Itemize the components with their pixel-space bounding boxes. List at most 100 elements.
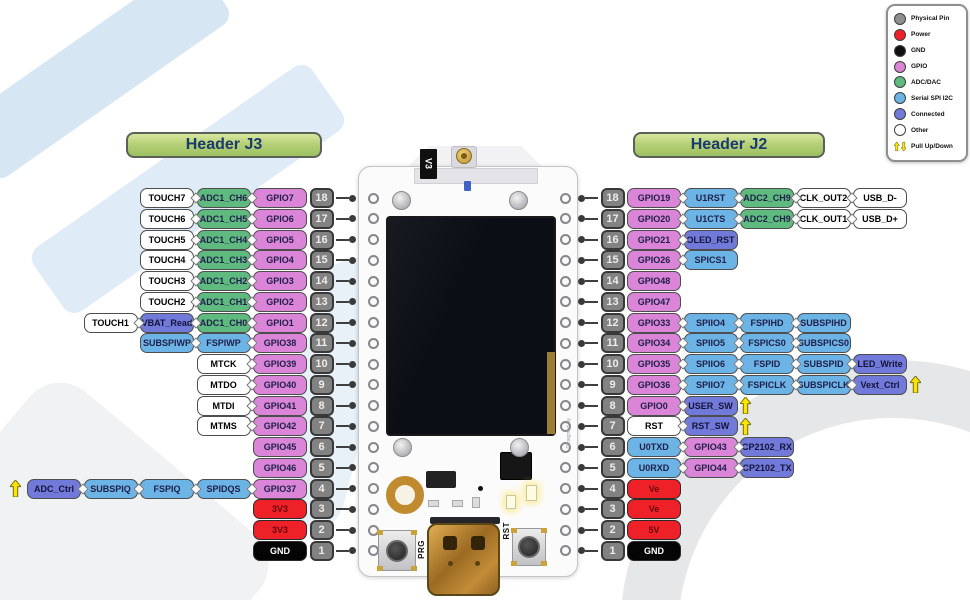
pin-function-GPIO26: GPIO26: [627, 250, 681, 271]
through-hole: [560, 234, 571, 245]
pin-wire: [336, 505, 356, 513]
pin-function-CLK_OUT1: CLK_OUT1: [796, 208, 851, 229]
board-version-label: V3: [420, 149, 437, 179]
through-hole: [368, 296, 379, 308]
screw-post: [393, 438, 412, 457]
pin-function-GPIO3: GPIO3: [253, 271, 307, 291]
pin-wire-dot: [349, 194, 356, 202]
pin-function-TOUCH7: TOUCH7: [140, 188, 194, 208]
smd-component: [452, 500, 463, 507]
pin-wire: [336, 547, 356, 555]
pin-wire: [578, 526, 598, 534]
pin-wire: [578, 464, 598, 472]
pin-wire-dot: [349, 236, 356, 243]
j2-physical-pin-18: 18: [600, 188, 625, 208]
pin-function-USB_D+: USB_D+: [853, 208, 907, 229]
j2-physical-pin-6: 6: [600, 437, 625, 457]
legend-color-dot: [894, 44, 906, 57]
pin-function-VBAT_Read: VBAT_Read: [140, 312, 194, 333]
pin-wire-dot: [578, 277, 585, 285]
solder-pad: [377, 530, 383, 535]
j3-physical-pin-2: 2: [309, 520, 334, 540]
j2-physical-pin-8: 8: [600, 395, 625, 416]
legend-label: Other: [911, 126, 929, 134]
through-hole: [368, 441, 379, 453]
through-hole: [368, 358, 379, 370]
prg-button: [377, 530, 417, 571]
pin-wire-dot: [349, 464, 356, 472]
pin-function-FSPIQ: FSPIQ: [140, 478, 194, 499]
pin-wire-dot: [578, 547, 585, 555]
pin-wire: [578, 381, 598, 389]
through-hole: [368, 503, 379, 515]
pin-function-GND: GND: [627, 540, 681, 561]
pin-function-GPIO6: GPIO6: [253, 208, 307, 229]
solder-pad: [511, 561, 517, 566]
pin-function-GPIO36: GPIO36: [627, 374, 681, 395]
pin-function-GPIO39: GPIO39: [253, 354, 307, 374]
pin-wire: [578, 256, 598, 264]
pin-wire: [578, 215, 598, 223]
through-hole: [368, 192, 379, 204]
pin-function-OLED_RST: OLED_RST: [683, 229, 738, 250]
pin-wire: [578, 402, 598, 409]
legend-label: Pull Up/Down: [911, 143, 953, 151]
pin-function-ADC1_CH4: ADC1_CH4: [196, 229, 251, 250]
pin-function-Ve: Ve: [627, 478, 681, 499]
pin-function-MTCK: MTCK: [196, 354, 251, 374]
pin-wire: [336, 360, 356, 368]
j2-physical-pin-17: 17: [600, 208, 625, 229]
pin-function-GPIO40: GPIO40: [253, 374, 307, 395]
pull-updown-arrow-icon: [740, 397, 751, 414]
j2-physical-pin-16: 16: [600, 229, 625, 250]
pin-function-GPIO42: GPIO42: [253, 416, 307, 437]
pin-function-SUBSPICS0: SUBSPICS0: [796, 333, 851, 354]
solder-pad: [411, 530, 417, 535]
pin-wire: [336, 402, 356, 409]
through-hole: [368, 234, 379, 245]
j3-physical-pin-15: 15: [309, 250, 334, 271]
pin-function-GPIO19: GPIO19: [627, 188, 681, 208]
pin-function-CP2102_RX: CP2102_RX: [740, 437, 794, 457]
pin-function-GPIO20: GPIO20: [627, 208, 681, 229]
rst-button-label: RST: [502, 522, 511, 540]
pin-function-TOUCH5: TOUCH5: [140, 229, 194, 250]
led: [506, 495, 516, 509]
legend-color-dot: [894, 124, 906, 137]
pin-wire-dot: [578, 215, 585, 223]
pin-wire-dot: [349, 505, 356, 513]
j3-physical-pin-17: 17: [309, 208, 334, 229]
pin-function-U1RST: U1RST: [683, 188, 738, 208]
pin-function-ADC1_CH1: ADC1_CH1: [196, 291, 251, 312]
pin-wire-dot: [578, 298, 585, 306]
pin-wire-dot: [578, 236, 585, 243]
designed-by-text: Designed by: [566, 418, 572, 449]
pin-wire: [578, 339, 598, 347]
j3-physical-pin-6: 6: [309, 437, 334, 457]
pin-function-MTDO: MTDO: [196, 374, 251, 395]
through-hole: [560, 317, 571, 328]
pin-wire: [336, 339, 356, 347]
j2-physical-pin-2: 2: [600, 520, 625, 540]
pin-wire-dot: [578, 485, 585, 492]
pin-wire: [336, 319, 356, 326]
smd-component: [428, 500, 439, 507]
through-hole: [560, 420, 571, 432]
pin-wire: [578, 360, 598, 368]
pin-wire: [336, 236, 356, 243]
legend-label: GND: [911, 47, 926, 55]
header-j3-title: Header J3: [126, 132, 322, 158]
through-hole: [560, 296, 571, 308]
